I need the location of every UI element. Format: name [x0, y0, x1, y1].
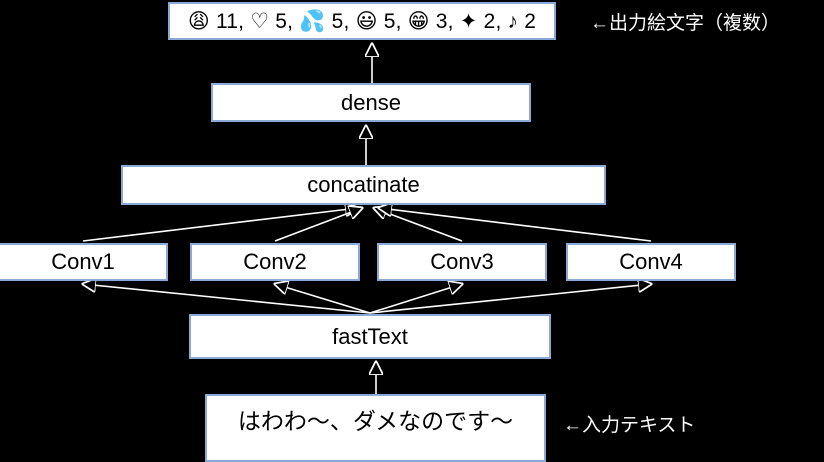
edge-conv4-to-concatinate [379, 208, 652, 242]
emoji-count: 2 [518, 9, 537, 33]
emoji-count: 3, [429, 9, 460, 33]
smiling-face-emoji: 😃 [355, 9, 378, 33]
node-conv4[interactable]: Conv4 [566, 243, 736, 281]
edge-conv2-to-concatinate [274, 208, 362, 242]
grinning-face-emoji: 😁 [407, 9, 430, 33]
node-dense[interactable]: dense [211, 83, 531, 122]
output-emoji-box[interactable]: 😩 11, ♡ 5, 💦 5, 😃 5, 😁 3, ✦ 2, ♪ 2 [168, 2, 556, 40]
node-concatinate[interactable]: concatinate [121, 165, 606, 205]
input-text-label: はわわ〜、ダメなのです〜 [237, 407, 514, 434]
emoji-count: 5, [325, 9, 356, 33]
emoji-count: 2, [477, 9, 508, 33]
node-fasttext-label: fastText [332, 323, 408, 349]
sparkles-emoji: ✦ [459, 9, 478, 33]
heart-outline-emoji: ♡ [250, 9, 270, 33]
node-conv1-label: Conv1 [51, 249, 115, 274]
node-conv1[interactable]: Conv1 [0, 243, 168, 281]
node-conv3[interactable]: Conv3 [377, 243, 547, 281]
emoji-count: 5, [377, 9, 408, 33]
edge-conv1-to-concatinate [82, 208, 358, 242]
emoji-count: 11, [209, 9, 251, 33]
weary-face-emoji: 😩 [187, 9, 210, 33]
input-text-box[interactable]: はわわ〜、ダメなのです〜 [205, 394, 546, 462]
sweat-droplets-emoji: 💦 [299, 9, 326, 33]
node-conv2-label: Conv2 [243, 249, 307, 274]
annotation-output-emoji: ←出力絵文字（複数） [590, 13, 781, 34]
edge-fasttext-to-conv1 [83, 284, 371, 314]
edge-conv3-to-concatinate [374, 208, 463, 242]
output-emoji-list: 😩 11, ♡ 5, 💦 5, 😃 5, 😁 3, ✦ 2, ♪ 2 [188, 11, 536, 32]
node-conv3-label: Conv3 [430, 249, 494, 274]
node-fasttext[interactable]: fastText [189, 314, 551, 359]
node-dense-label: dense [341, 89, 401, 115]
musical-note-emoji: ♪ [507, 9, 519, 33]
edge-fasttext-to-conv3 [369, 284, 462, 314]
emoji-count: 5, [269, 9, 300, 33]
node-conv4-label: Conv4 [619, 249, 683, 274]
edge-fasttext-to-conv4 [369, 284, 651, 314]
node-conv2[interactable]: Conv2 [190, 243, 360, 281]
edge-fasttext-to-conv2 [275, 284, 371, 314]
node-concatinate-label: concatinate [307, 172, 420, 197]
annotation-input-text: ←入力テキスト [563, 415, 696, 436]
